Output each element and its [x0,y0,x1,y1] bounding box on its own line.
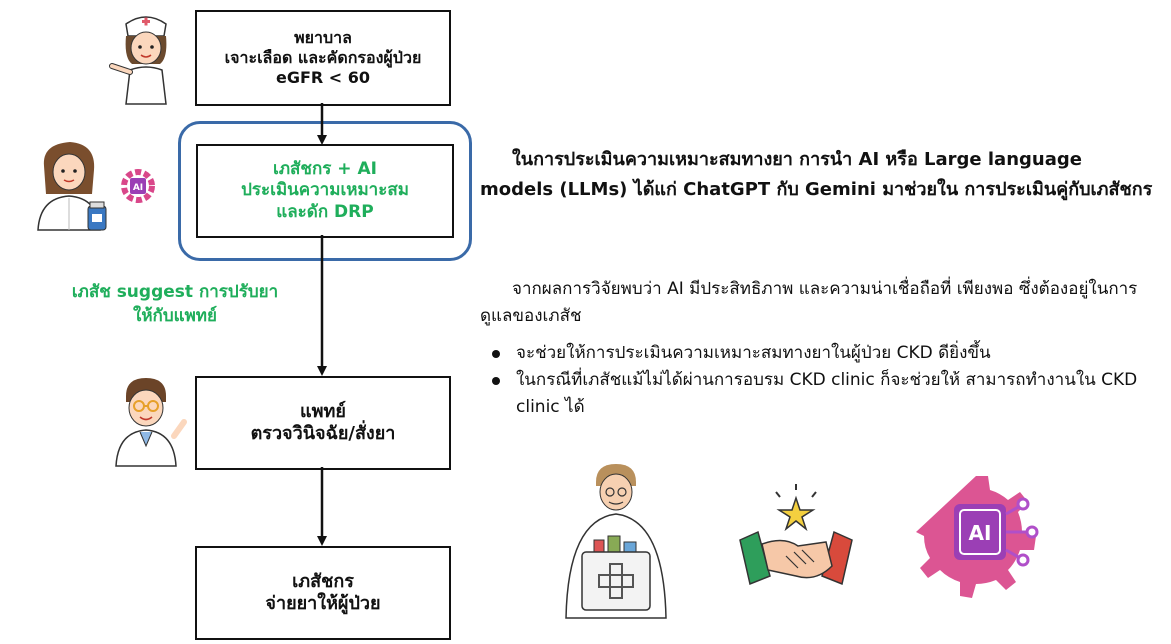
dispense-step-box: เภสัชกร จ่ายยาให้ผู้ป่วย [195,546,451,640]
highlight-ring [178,121,472,261]
doctor-step-box: แพทย์ ตรวจวินิจฉัย/สั่งยา [195,376,451,470]
pharmacist-ai-step-box: เภสัชกร + AI ประเมินความเหมาะสม และดัก D… [196,144,454,238]
suggest-line-1: เภสัช suggest การปรับยา [71,282,279,302]
pharmacist-ai-step-task: ประเมินความเหมาะสม [241,180,409,201]
nurse-step-task: เจาะเลือด และคัดกรองผู้ป่วย [224,48,422,67]
handshake-icon [739,484,853,586]
dispense-step-task: จ่ายยาให้ผู้ป่วย [265,593,381,614]
ai-llm-paragraph: ในการประเมินความเหมาะสมทางยา การนำ AI หร… [480,145,1160,204]
dispense-step-title: เภสัชกร [292,570,354,592]
ai-gear-small-icon: AI [121,169,155,203]
pharmacist-ai-step-title: เภสัชกร + AI [273,159,377,180]
nurse-step-criteria: eGFR < 60 [275,68,371,87]
benefit-item: จะช่วยให้การประเมินความเหมาะสมทางยาในผู้… [492,340,1162,367]
suggest-line-2: ให้กับแพทย์ [133,305,217,326]
pharmacist-suggest-note: เภสัช suggest การปรับยา ให้กับแพทย์ [30,281,320,329]
pharmacist-icon [37,142,107,231]
pharmacist-ai-step-drp: และดัก DRP [276,201,374,222]
research-finding-paragraph: จากผลการวิจัยพบว่า AI มีประสิทธิภาพ และค… [480,276,1160,330]
doctor-step-task: ตรวจวินิจฉัย/สั่งยา [250,423,396,444]
research-finding-text: จากผลการวิจัยพบว่า AI มีประสิทธิภาพ และค… [480,279,1138,327]
star-icon [776,495,816,532]
pharmacist-medicine-box-icon [565,464,667,619]
doctor-icon [115,378,187,467]
doctor-step-title: แพทย์ [300,400,346,422]
ai-small-label: AI [133,183,143,193]
benefit-list: จะช่วยให้การประเมินความเหมาะสมทางยาในผู้… [492,340,1162,422]
nurse-step-title: พยาบาล [294,28,352,47]
ai-chip-label: AI [969,521,992,545]
ai-llm-paragraph-text: ในการประเมินความเหมาะสมทางยา การนำ AI หร… [480,149,1153,200]
benefit-item: ในกรณีที่เภสัชแม้ไม่ได้ผ่านการอบรม CKD c… [492,367,1162,421]
nurse-icon [109,16,167,105]
ai-chip-gear-icon: AI [916,476,1039,598]
nurse-step-box: พยาบาล เจาะเลือด และคัดกรองผู้ป่วย eGFR … [195,10,451,106]
